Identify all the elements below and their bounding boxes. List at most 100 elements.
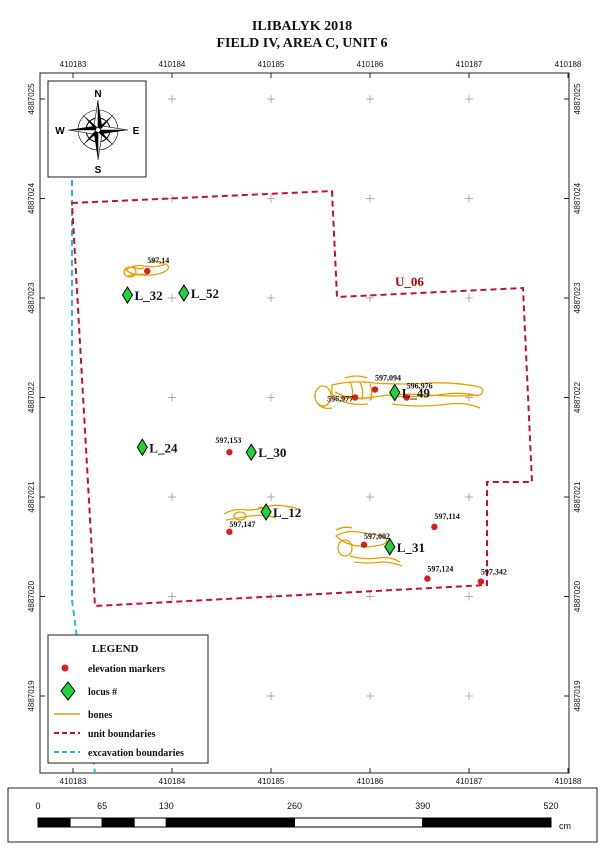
easting-label: 410186 [357, 60, 384, 69]
compass-north: N [94, 89, 101, 100]
legend-item-locus: locus # [88, 687, 117, 698]
scale-segment [37, 817, 71, 828]
locus-diamond [178, 284, 190, 302]
elevation-marker [371, 386, 379, 393]
easting-label: 410185 [258, 60, 285, 69]
northing-label: 4887019 [573, 680, 582, 712]
locus-label: L_30 [258, 445, 286, 460]
easting-label: 410187 [456, 777, 483, 786]
unit-label: U_06 [395, 274, 424, 289]
northing-label: 4887024 [573, 182, 582, 214]
loci: L_32 L_52L_49L_24 L_30L_12L_31 [121, 284, 431, 556]
locus-diamond [121, 286, 134, 304]
easting-label: 410188 [555, 60, 582, 69]
northing-label: 4887021 [27, 481, 36, 513]
frame-ticks [40, 73, 569, 773]
easting-label: 410183 [60, 60, 87, 69]
northing-label: 4887024 [27, 182, 36, 214]
legend-locus-symbol [60, 681, 76, 701]
scale-label: 130 [159, 801, 174, 811]
bones-cluster-2 [314, 375, 484, 410]
map-title-line2: FIELD IV, AREA C, UNIT 6 [216, 36, 387, 51]
northing-label: 4887019 [27, 680, 36, 712]
northing-label: 4887021 [573, 481, 582, 513]
scale-segment [422, 817, 552, 828]
scale-label: 260 [287, 801, 302, 811]
legend-item-unit: unit boundaries [88, 729, 156, 740]
locus-label: L_12 [273, 505, 301, 520]
scale-segments [37, 817, 552, 828]
excavation-boundary [71, 180, 96, 774]
scale-unit: cm [559, 821, 571, 831]
elevation-label: 597,114 [434, 512, 460, 521]
easting-label: 410185 [258, 777, 285, 786]
legend-title: LEGEND [92, 643, 139, 655]
scale-segment [165, 817, 295, 828]
bones-cluster-4 [334, 526, 403, 567]
legend-item-bones: bones [88, 710, 113, 721]
easting-label: 410184 [159, 777, 186, 786]
northing-label: 4887022 [573, 381, 582, 413]
northing-label: 4887022 [27, 381, 36, 413]
scale-segment [101, 817, 135, 828]
scale-segment [133, 817, 167, 828]
northing-label: 4887025 [573, 83, 582, 115]
easting-label: 410186 [357, 777, 384, 786]
locus-label: L_31 [397, 540, 425, 555]
easting-label: 410183 [60, 777, 87, 786]
elevation-marker [403, 394, 410, 401]
elevation-label: 596,976 [407, 382, 433, 391]
elevation-marker [360, 541, 368, 548]
locus-label: L_52 [191, 286, 219, 301]
elevation-label: 597,342 [481, 568, 507, 577]
northing-label: 4887023 [573, 282, 582, 314]
elevation-label: 597,094 [375, 374, 401, 383]
easting-labels-bottom: 410183 410184 410185 410186 410187 410188 [60, 777, 582, 786]
compass-east: E [133, 126, 140, 137]
locus-diamond [384, 537, 396, 556]
elevation-marker [477, 578, 485, 585]
elevation-marker [424, 575, 431, 582]
legend-elevation-symbol [61, 664, 69, 672]
elevation-marker [351, 394, 359, 401]
locus-label: L_32 [134, 288, 162, 303]
unit-boundary [70, 189, 534, 608]
easting-label: 410184 [159, 60, 186, 69]
elevation-marker [226, 449, 233, 456]
northing-label: 4887023 [27, 282, 36, 314]
elevation-marker [144, 267, 151, 275]
legend-item-excavation: excavation boundaries [88, 748, 184, 759]
locus-label: L_24 [149, 440, 178, 455]
easting-label: 410187 [456, 60, 483, 69]
elevation-markers: 597,14597,094596,976596,977597,153597,14… [144, 256, 507, 585]
easting-label: 410188 [555, 777, 582, 786]
elevation-label: 597,153 [215, 436, 241, 445]
northing-label: 4887020 [27, 580, 36, 612]
scale-label: 65 [97, 801, 107, 811]
legend-item-elevation: elevation markers [88, 664, 165, 675]
compass-west: W [55, 126, 65, 137]
elevation-label: 596,977 [327, 395, 353, 404]
elevation-label: 597,14 [147, 256, 169, 265]
elevation-marker [226, 528, 233, 536]
northing-labels-left: 4887025 4887024 4887023 4887022 4887021 48870… [27, 83, 36, 712]
locus-diamond [260, 502, 272, 521]
elevation-label: 597,002 [364, 532, 390, 541]
locus-label: L_49 [402, 386, 431, 401]
elevation-marker [431, 523, 438, 531]
easting-labels-top: 410183 410184 410185 410186 410187 410188 [60, 60, 582, 69]
locus-diamond [136, 438, 148, 457]
scale-segment [294, 817, 424, 828]
northing-label: 4887020 [573, 580, 582, 612]
compass-rose-icon [67, 99, 129, 161]
scale-label: 520 [543, 801, 558, 811]
northing-label: 4887025 [27, 83, 36, 115]
compass-south: S [95, 165, 102, 176]
bones-cluster-1 [123, 260, 170, 278]
map-title-line1: ILIBALYK 2018 [252, 19, 352, 34]
locus-diamond [389, 383, 401, 402]
scale-segment [69, 817, 103, 828]
scale-label: 390 [415, 801, 430, 811]
